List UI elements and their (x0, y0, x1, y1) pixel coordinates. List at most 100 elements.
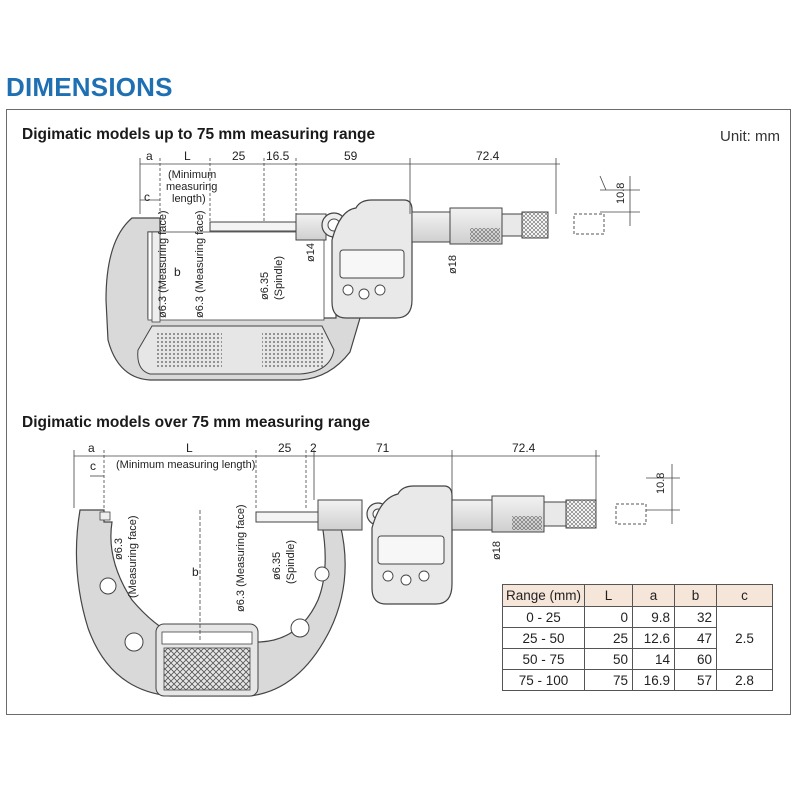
bottom-anvil (99, 511, 111, 521)
bottom-ratchet-ghost (615, 503, 647, 525)
top-dim-b: b (174, 265, 181, 279)
bottom-sleeve-front (317, 499, 363, 531)
top-min-len-3: length) (172, 193, 206, 205)
bottom-spindle-label: (Spindle) (285, 540, 297, 584)
cell-a: 9.8 (632, 606, 675, 628)
cell-c: 2.8 (716, 669, 773, 691)
top-spindle-dia: ø6.35 (259, 272, 271, 300)
cell-a: 12.6 (632, 627, 675, 649)
bottom-spindle-dia: ø6.35 (271, 552, 283, 580)
top-button-2 (358, 288, 370, 300)
table-row: 75 - 100 75 16.9 57 2.8 (502, 669, 773, 691)
cell-L: 25 (584, 627, 633, 649)
bottom-dim-72-4: 72.4 (512, 441, 536, 455)
bottom-dim-18: ø18 (491, 541, 503, 560)
bottom-face-dia: ø6.3 (113, 538, 125, 560)
cell-range: 75 - 100 (502, 669, 585, 691)
top-grip-left (156, 332, 222, 368)
top-button-1 (342, 284, 354, 296)
unit-label: Unit: mm (720, 128, 780, 145)
cell-range: 0 - 25 (502, 606, 585, 628)
top-dim-10-8: 10.8 (615, 183, 627, 204)
header-b: b (674, 584, 717, 607)
top-diagram-heading: Digimatic models up to 75 mm measuring r… (22, 126, 376, 143)
cell-range: 50 - 75 (502, 648, 585, 670)
cell-range: 25 - 50 (502, 627, 585, 649)
top-anvil (151, 231, 161, 323)
cell-a: 16.9 (632, 669, 675, 691)
top-face-label-1: ø6.3 (Measuring face) (157, 210, 169, 318)
bottom-button-2 (400, 574, 412, 586)
top-min-len-1: (Minimum (168, 169, 216, 181)
bottom-frame-hole-1 (99, 577, 117, 595)
cell-c: 2.5 (716, 606, 773, 670)
bottom-dim-a: a (88, 441, 95, 455)
top-spindle (209, 221, 297, 232)
top-dimension-lines (139, 158, 640, 226)
top-ratchet-ghost (573, 213, 605, 235)
table-row: 50 - 75 50 14 60 (502, 648, 773, 670)
top-ratchet (501, 213, 523, 237)
top-min-len-2: measuring (166, 181, 217, 193)
header-a: a (632, 584, 675, 607)
top-dim-a: a (146, 149, 153, 163)
top-dim-L: L (184, 149, 191, 163)
cell-a: 14 (632, 648, 675, 670)
bottom-diagram-heading: Digimatic models over 75 mm measuring ra… (22, 414, 371, 431)
top-dim-c: c (144, 190, 150, 204)
cell-L: 75 (584, 669, 633, 691)
bottom-face-label-2: ø6.3 (Measuring face) (235, 504, 247, 612)
cell-L: 0 (584, 606, 633, 628)
bottom-ratchet-knob (565, 499, 597, 529)
bottom-dimension-labels: a L 25 2 71 72.4 c (Minimum measuring le… (88, 441, 667, 612)
bottom-ratchet (543, 501, 567, 527)
top-dimension-labels: a L 25 16.5 59 72.4 c b (Minimum measuri… (144, 149, 627, 318)
bottom-dim-10-8: 10.8 (655, 473, 667, 494)
cell-b: 60 (674, 648, 717, 670)
bottom-thimble-knurl (512, 516, 542, 530)
top-button-3 (374, 284, 386, 296)
bottom-frame-hole-4 (314, 566, 330, 582)
top-dim-25: 25 (232, 149, 246, 163)
top-sleeve (411, 211, 451, 243)
bottom-sleeve (451, 499, 493, 531)
range-table: Range (mm) L a b c 0 - 25 0 9.8 32 2.5 2… (502, 584, 773, 691)
bottom-grip-hatch (163, 647, 251, 691)
bottom-lcd (377, 535, 445, 565)
bottom-dim-2: 2 (310, 441, 317, 455)
diagram-frame (6, 109, 791, 715)
bottom-dim-b: b (192, 565, 199, 579)
top-dim-72-4: 72.4 (476, 149, 500, 163)
page-title: DIMENSIONS (6, 72, 173, 102)
top-dim-16-5: 16.5 (266, 149, 290, 163)
bottom-micrometer (75, 485, 647, 697)
top-dim-59: 59 (344, 149, 358, 163)
top-ratchet-knob (521, 211, 549, 239)
bottom-frame-hole-3 (290, 618, 310, 638)
top-lcd (339, 249, 405, 279)
table-row: 25 - 50 25 12.6 47 (502, 627, 773, 649)
cell-b: 57 (674, 669, 717, 691)
top-spindle-label: (Spindle) (273, 256, 285, 300)
header-c: c (716, 584, 773, 607)
top-thimble-knurl (470, 228, 500, 242)
bottom-dim-c: c (90, 459, 96, 473)
cell-b: 32 (674, 606, 717, 628)
top-dim-14: ø14 (305, 243, 317, 262)
top-sleeve-front (295, 213, 327, 241)
bottom-frame-hole-2 (124, 632, 144, 652)
bottom-dimension-lines (73, 450, 680, 640)
bottom-button-1 (382, 570, 394, 582)
cell-L: 50 (584, 648, 633, 670)
top-face-label-2: ø6.3 (Measuring face) (194, 210, 206, 318)
bottom-button-3 (418, 570, 430, 582)
top-grip-right (262, 332, 324, 368)
bottom-face-label: (Measuring face) (127, 515, 139, 598)
header-L: L (584, 584, 633, 607)
bottom-dim-L: L (186, 441, 193, 455)
top-inner-gap (147, 231, 325, 321)
top-dim-18: ø18 (447, 255, 459, 274)
bottom-dim-71: 71 (376, 441, 390, 455)
top-micrometer (105, 199, 605, 381)
